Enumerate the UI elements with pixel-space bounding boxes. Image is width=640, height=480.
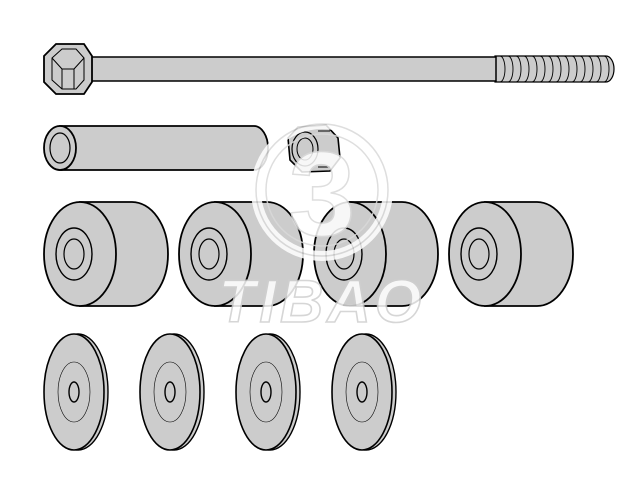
- watermark: 3 TIBAO: [218, 119, 426, 336]
- brand-text: TIBAO: [219, 268, 426, 335]
- nut: [287, 124, 341, 173]
- washer-1: [43, 333, 109, 451]
- sleeve: [43, 125, 269, 171]
- bushing-1: [43, 201, 169, 307]
- bolt-shank: [87, 56, 497, 82]
- washer-4: [331, 333, 397, 451]
- washer-3: [235, 333, 301, 451]
- logo-glyph: 3: [289, 127, 356, 261]
- bolt-thread: [494, 55, 615, 83]
- tibao-logo-icon: 3: [251, 119, 393, 262]
- bolt: [43, 43, 615, 95]
- bolt-head: [43, 43, 93, 95]
- bushing-4: [448, 201, 574, 307]
- washer-2: [139, 333, 205, 451]
